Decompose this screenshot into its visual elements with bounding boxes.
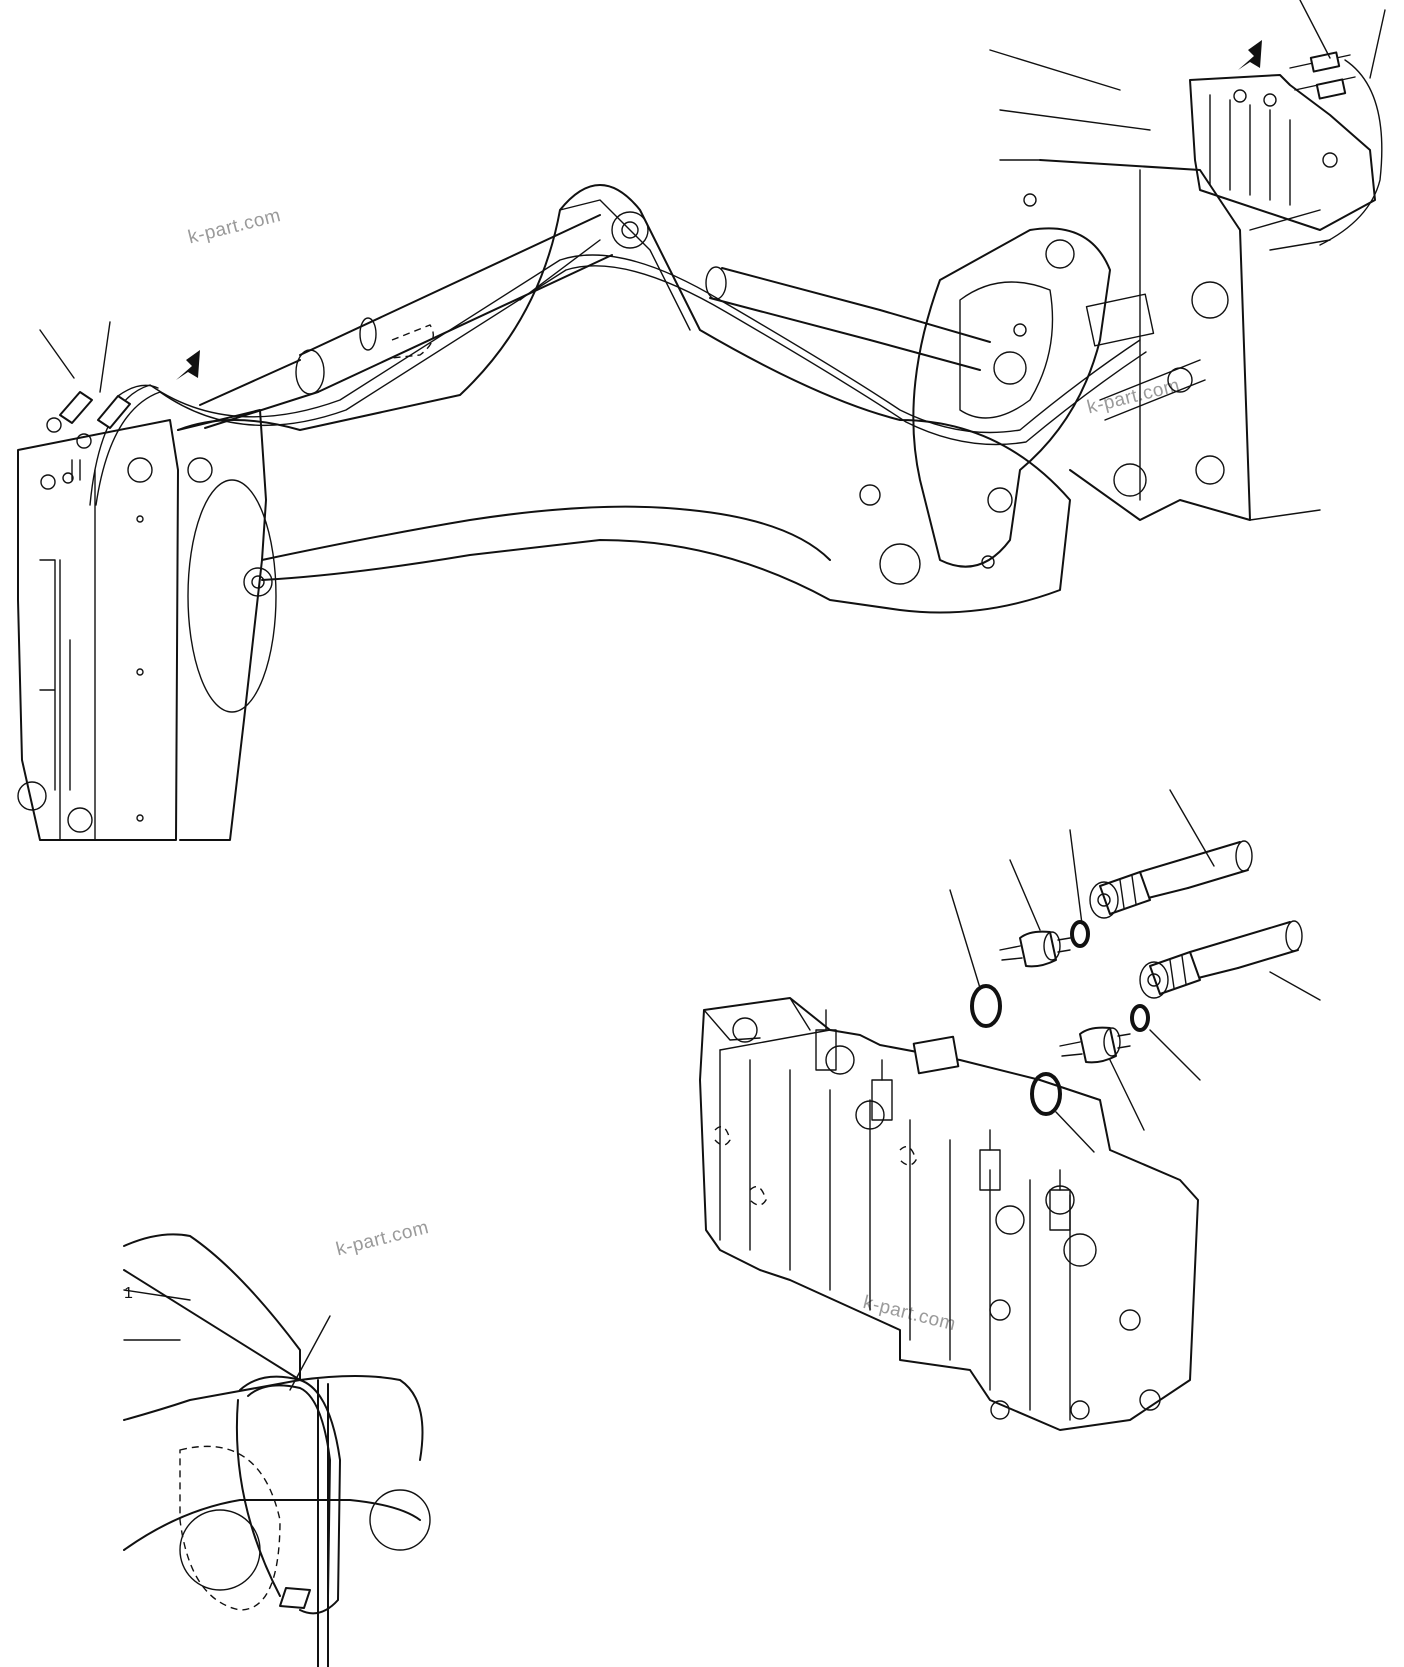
location-arrows: [176, 40, 1262, 380]
arrow-marker-valve: [1238, 40, 1262, 70]
boom-hose-lines: [89, 254, 1147, 506]
clamp-detail-view: 1: [123, 1233, 431, 1667]
boom-assembly-view: [17, 0, 1386, 841]
adapter-lower: [1059, 1026, 1131, 1064]
bracket-tag: 1: [124, 1285, 133, 1302]
boom-structure: [177, 184, 1071, 713]
o-ring-large-upper: [970, 984, 1002, 1028]
o-ring-large-lower: [1030, 1072, 1062, 1116]
upper-frame: [989, 49, 1321, 521]
adapter-upper: [999, 930, 1071, 968]
leader-lines-valve: [949, 789, 1321, 1153]
leader-line-clamp: [289, 1315, 331, 1391]
control-valve-detail: [699, 789, 1321, 1431]
arm-hose-fittings: [46, 384, 159, 481]
swing-bracket: [912, 227, 1111, 568]
hose-lower: [1139, 920, 1303, 999]
o-ring-small-lower: [1130, 1004, 1150, 1032]
hose-upper: [1089, 840, 1253, 919]
leader-lines-upper: [39, 0, 1386, 393]
control-valve-small: [1189, 51, 1383, 251]
arrow-marker-arm: [176, 350, 200, 380]
boom-cylinder: [705, 266, 991, 371]
arm-cylinder: [199, 214, 613, 429]
o-ring-small-upper: [1070, 920, 1090, 948]
arm-structure: [17, 409, 267, 841]
